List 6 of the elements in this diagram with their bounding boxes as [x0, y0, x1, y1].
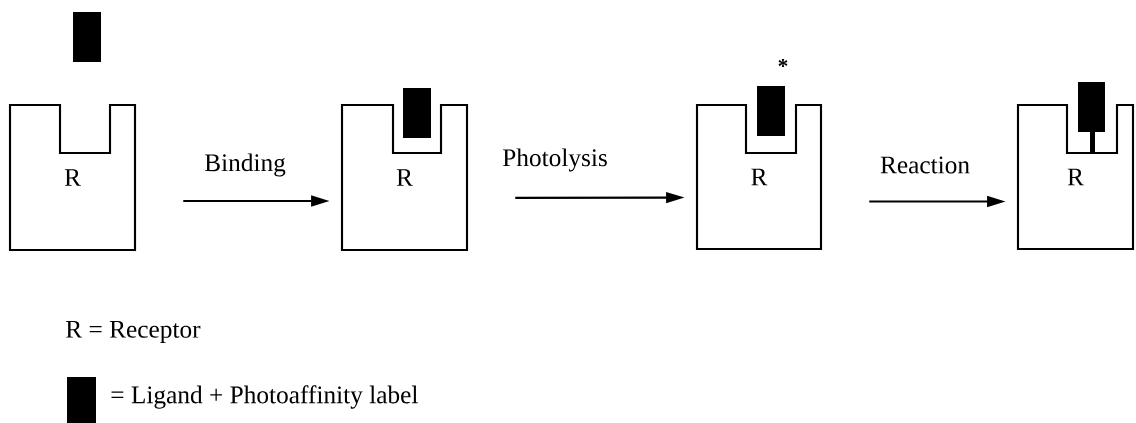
asterisk: * [778, 58, 788, 67]
legend-text: R = Receptor [66, 321, 201, 343]
edge-label: Binding [204, 153, 286, 177]
legend-text: = Ligand + Photoaffinity label [111, 385, 418, 409]
edge-label: Reaction [880, 156, 970, 174]
edge-label: Photolysis [502, 148, 607, 172]
